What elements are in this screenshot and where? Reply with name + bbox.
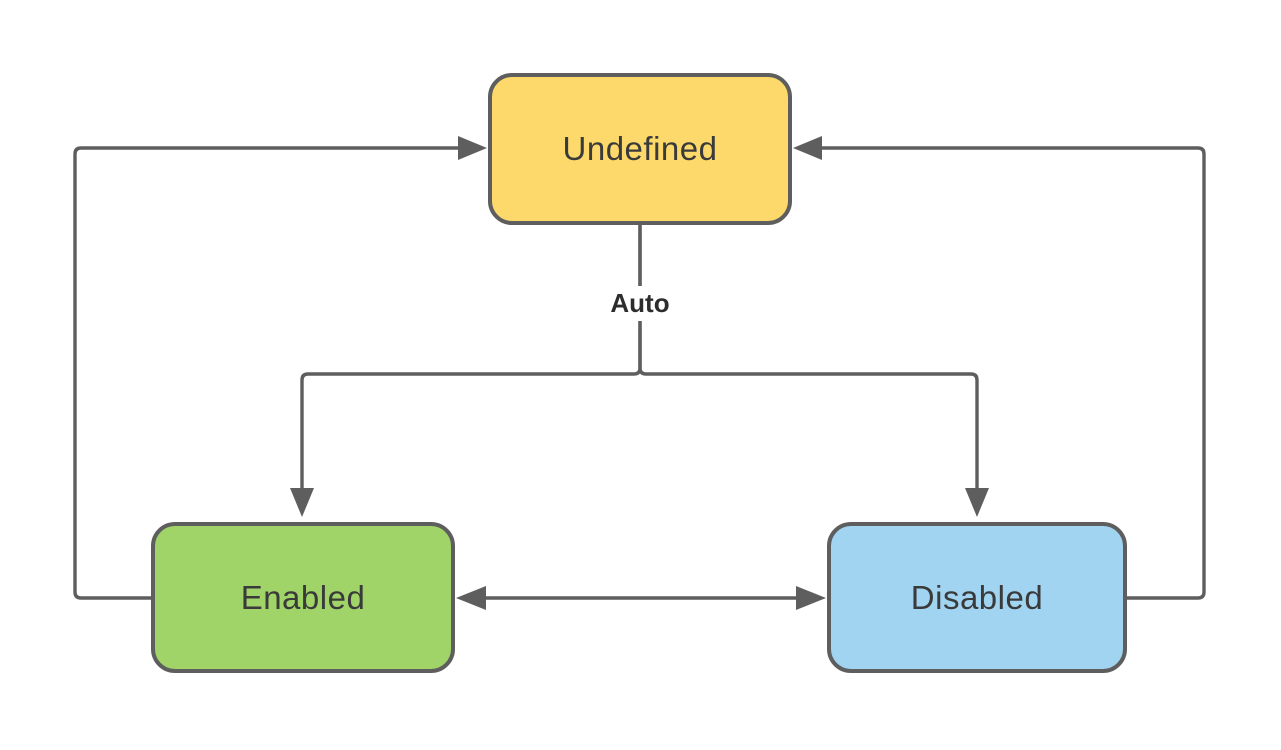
node-disabled: Disabled [827, 522, 1127, 673]
arrowhead-into-enabled-top [290, 488, 314, 517]
arrowhead-into-undefined-right [793, 136, 822, 160]
node-enabled: Enabled [151, 522, 455, 673]
node-disabled-label: Disabled [910, 578, 1044, 616]
edge-undefined-to-enabled [300, 223, 642, 489]
arrowhead-into-undefined-left [458, 136, 487, 160]
node-undefined: Undefined [488, 73, 792, 225]
edge-enabled-to-undefined [73, 146, 459, 600]
node-undefined-label: Undefined [562, 130, 718, 167]
edge-undefined-to-disabled [638, 223, 979, 489]
node-enabled-label: Enabled [240, 578, 366, 616]
edge-label-auto: Auto [601, 286, 679, 322]
edge-disabled-to-undefined [821, 146, 1206, 600]
arrowhead-into-disabled-top [965, 488, 989, 517]
arrowhead-into-enabled-right [456, 586, 486, 610]
arrowhead-into-disabled-left [796, 586, 826, 610]
